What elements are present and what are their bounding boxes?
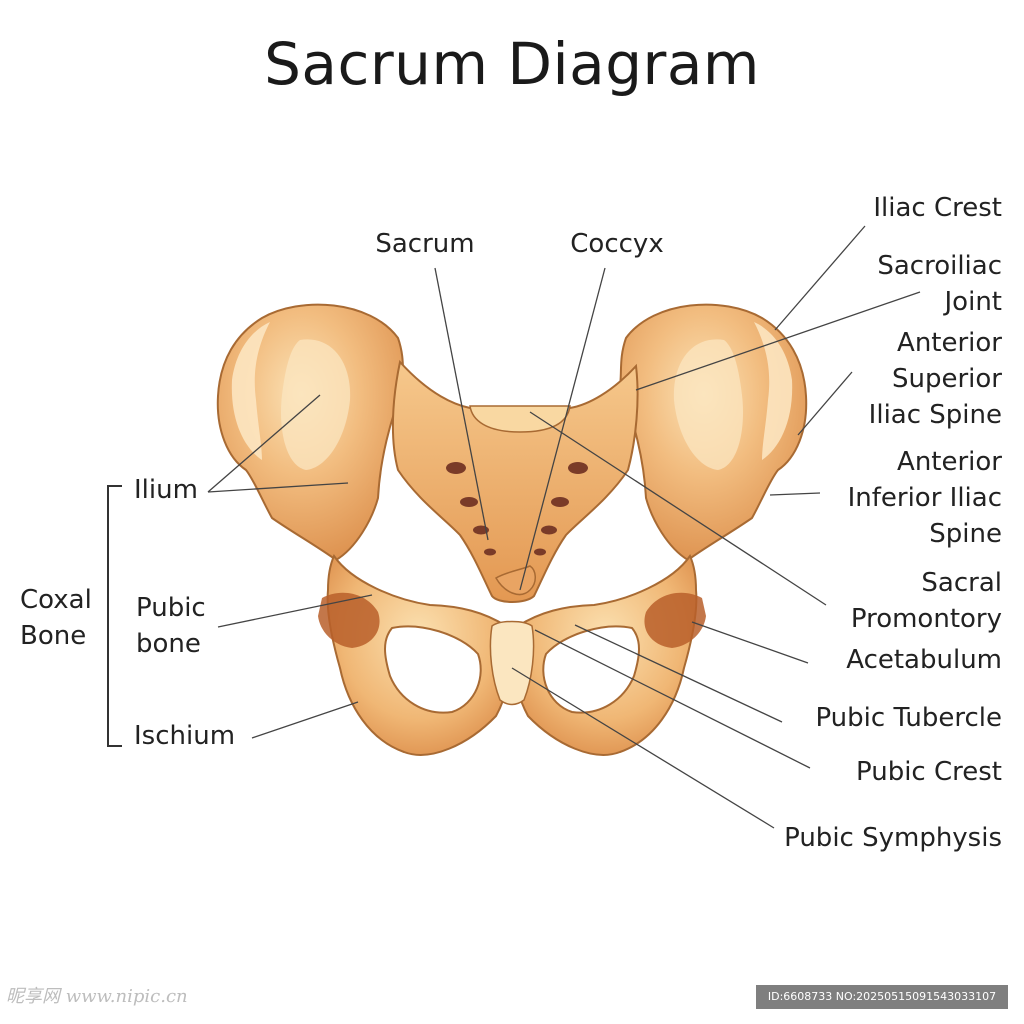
sacrum-body [391, 359, 639, 603]
left-obturator-foramen [384, 625, 482, 714]
label-sacral-promontory-line1: Sacral [921, 568, 1002, 598]
right-hip-bone [512, 303, 808, 756]
coccyx-tip [494, 565, 536, 596]
pelvic-inlet [398, 478, 626, 620]
watermark-id: ID:6608733 NO:20250515091543033107 [756, 985, 1008, 1009]
leader-sacrum [434, 267, 489, 541]
label-pubic-tubercle: Pubic Tubercle [815, 703, 1002, 733]
label-sacrum: Sacrum [375, 229, 475, 259]
leader-pubic-symphysis [511, 667, 775, 829]
sacrum-bone [391, 359, 639, 603]
label-asis-line3: Iliac Spine [868, 400, 1002, 430]
label-sacroiliac-joint-line1: Sacroiliac [877, 251, 1002, 281]
leader-aiis [769, 492, 821, 496]
label-iliac-crest: Iliac Crest [873, 193, 1002, 223]
right-obturator-foramen [542, 625, 640, 714]
left-acetabulum [318, 592, 380, 648]
leader-coccyx [519, 267, 606, 591]
right-acetabulum [644, 592, 706, 648]
label-asis-line1: Anterior [897, 328, 1002, 358]
label-coxal-bone-line2: Bone [20, 621, 87, 651]
label-sacroiliac-joint: Sacroiliac Joint [780, 248, 1002, 320]
label-sacral-promontory: Sacral Promontory [780, 565, 1002, 637]
label-coxal-bone: Coxal Bone [20, 582, 92, 654]
left-iliac-fossa-highlight [281, 339, 351, 470]
label-coxal-bone-line1: Coxal [20, 585, 92, 615]
leader-pubic-crest [534, 629, 811, 769]
label-pubic-symphysis: Pubic Symphysis [784, 823, 1002, 853]
label-pubic-crest: Pubic Crest [856, 757, 1002, 787]
label-coccyx: Coccyx [570, 229, 664, 259]
leader-asis [797, 371, 853, 436]
leader-sacral-promontory [529, 411, 827, 606]
label-aiis-line1: Anterior [897, 447, 1002, 477]
leader-ilium-1 [207, 394, 321, 493]
label-sacral-promontory-line2: Promontory [850, 604, 1002, 634]
label-pubic-bone: Pubic bone [136, 590, 206, 662]
coxal-bracket [107, 485, 122, 747]
label-pubic-bone-line1: Pubic [136, 593, 206, 623]
pubic-symphysis-shape [489, 620, 535, 706]
left-ilium-rim-highlight [231, 322, 270, 460]
leader-sacroiliac-joint [635, 291, 921, 391]
label-pubic-bone-line2: bone [136, 629, 201, 659]
leader-lines [207, 225, 921, 829]
leader-iliac-crest [774, 225, 866, 331]
leader-ilium-2 [207, 482, 349, 493]
sacral-base [469, 405, 571, 433]
leader-pubic-bone [217, 594, 373, 628]
label-ischium: Ischium [134, 721, 236, 751]
watermark-site: 昵享网 www.nipic.cn [6, 986, 188, 1007]
label-asis: Anterior Superior Iliac Spine [780, 325, 1002, 433]
label-aiis-line2: Inferior Iliac [847, 483, 1002, 513]
sacral-foramina [446, 462, 588, 556]
label-acetabulum: Acetabulum [846, 645, 1002, 675]
leader-ischium [251, 701, 359, 739]
leader-acetabulum [691, 621, 809, 664]
label-sacroiliac-joint-line2: Joint [944, 287, 1002, 317]
label-asis-line2: Superior [892, 364, 1002, 394]
label-aiis: Anterior Inferior Iliac Spine [780, 444, 1002, 552]
right-ilium-rim-highlight [754, 322, 793, 460]
page-title: Sacrum Diagram [264, 30, 760, 98]
leader-pubic-tubercle [574, 624, 783, 723]
label-aiis-line3: Spine [929, 519, 1002, 549]
label-ilium: Ilium [134, 475, 198, 505]
right-iliac-fossa-highlight [673, 339, 743, 470]
left-hip-bone [216, 303, 512, 756]
